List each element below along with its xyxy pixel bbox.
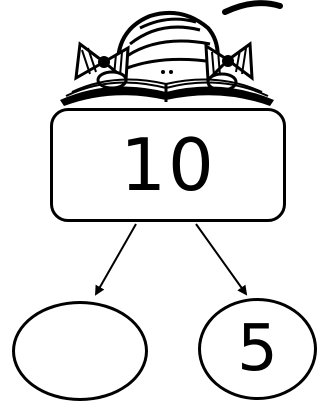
whole-number: 10	[120, 129, 216, 201]
whole-box: 10	[50, 108, 286, 222]
open-book-icon	[60, 80, 274, 107]
connector-right-arrow	[196, 224, 246, 294]
girl-reading-book-clipart	[60, 13, 274, 106]
part-number-right: 5	[237, 317, 278, 381]
corner-scribble	[225, 3, 280, 12]
part-circle-left[interactable]	[12, 301, 148, 401]
connector-left-arrow	[96, 224, 136, 294]
part-circle-right[interactable]: 5	[198, 298, 317, 400]
